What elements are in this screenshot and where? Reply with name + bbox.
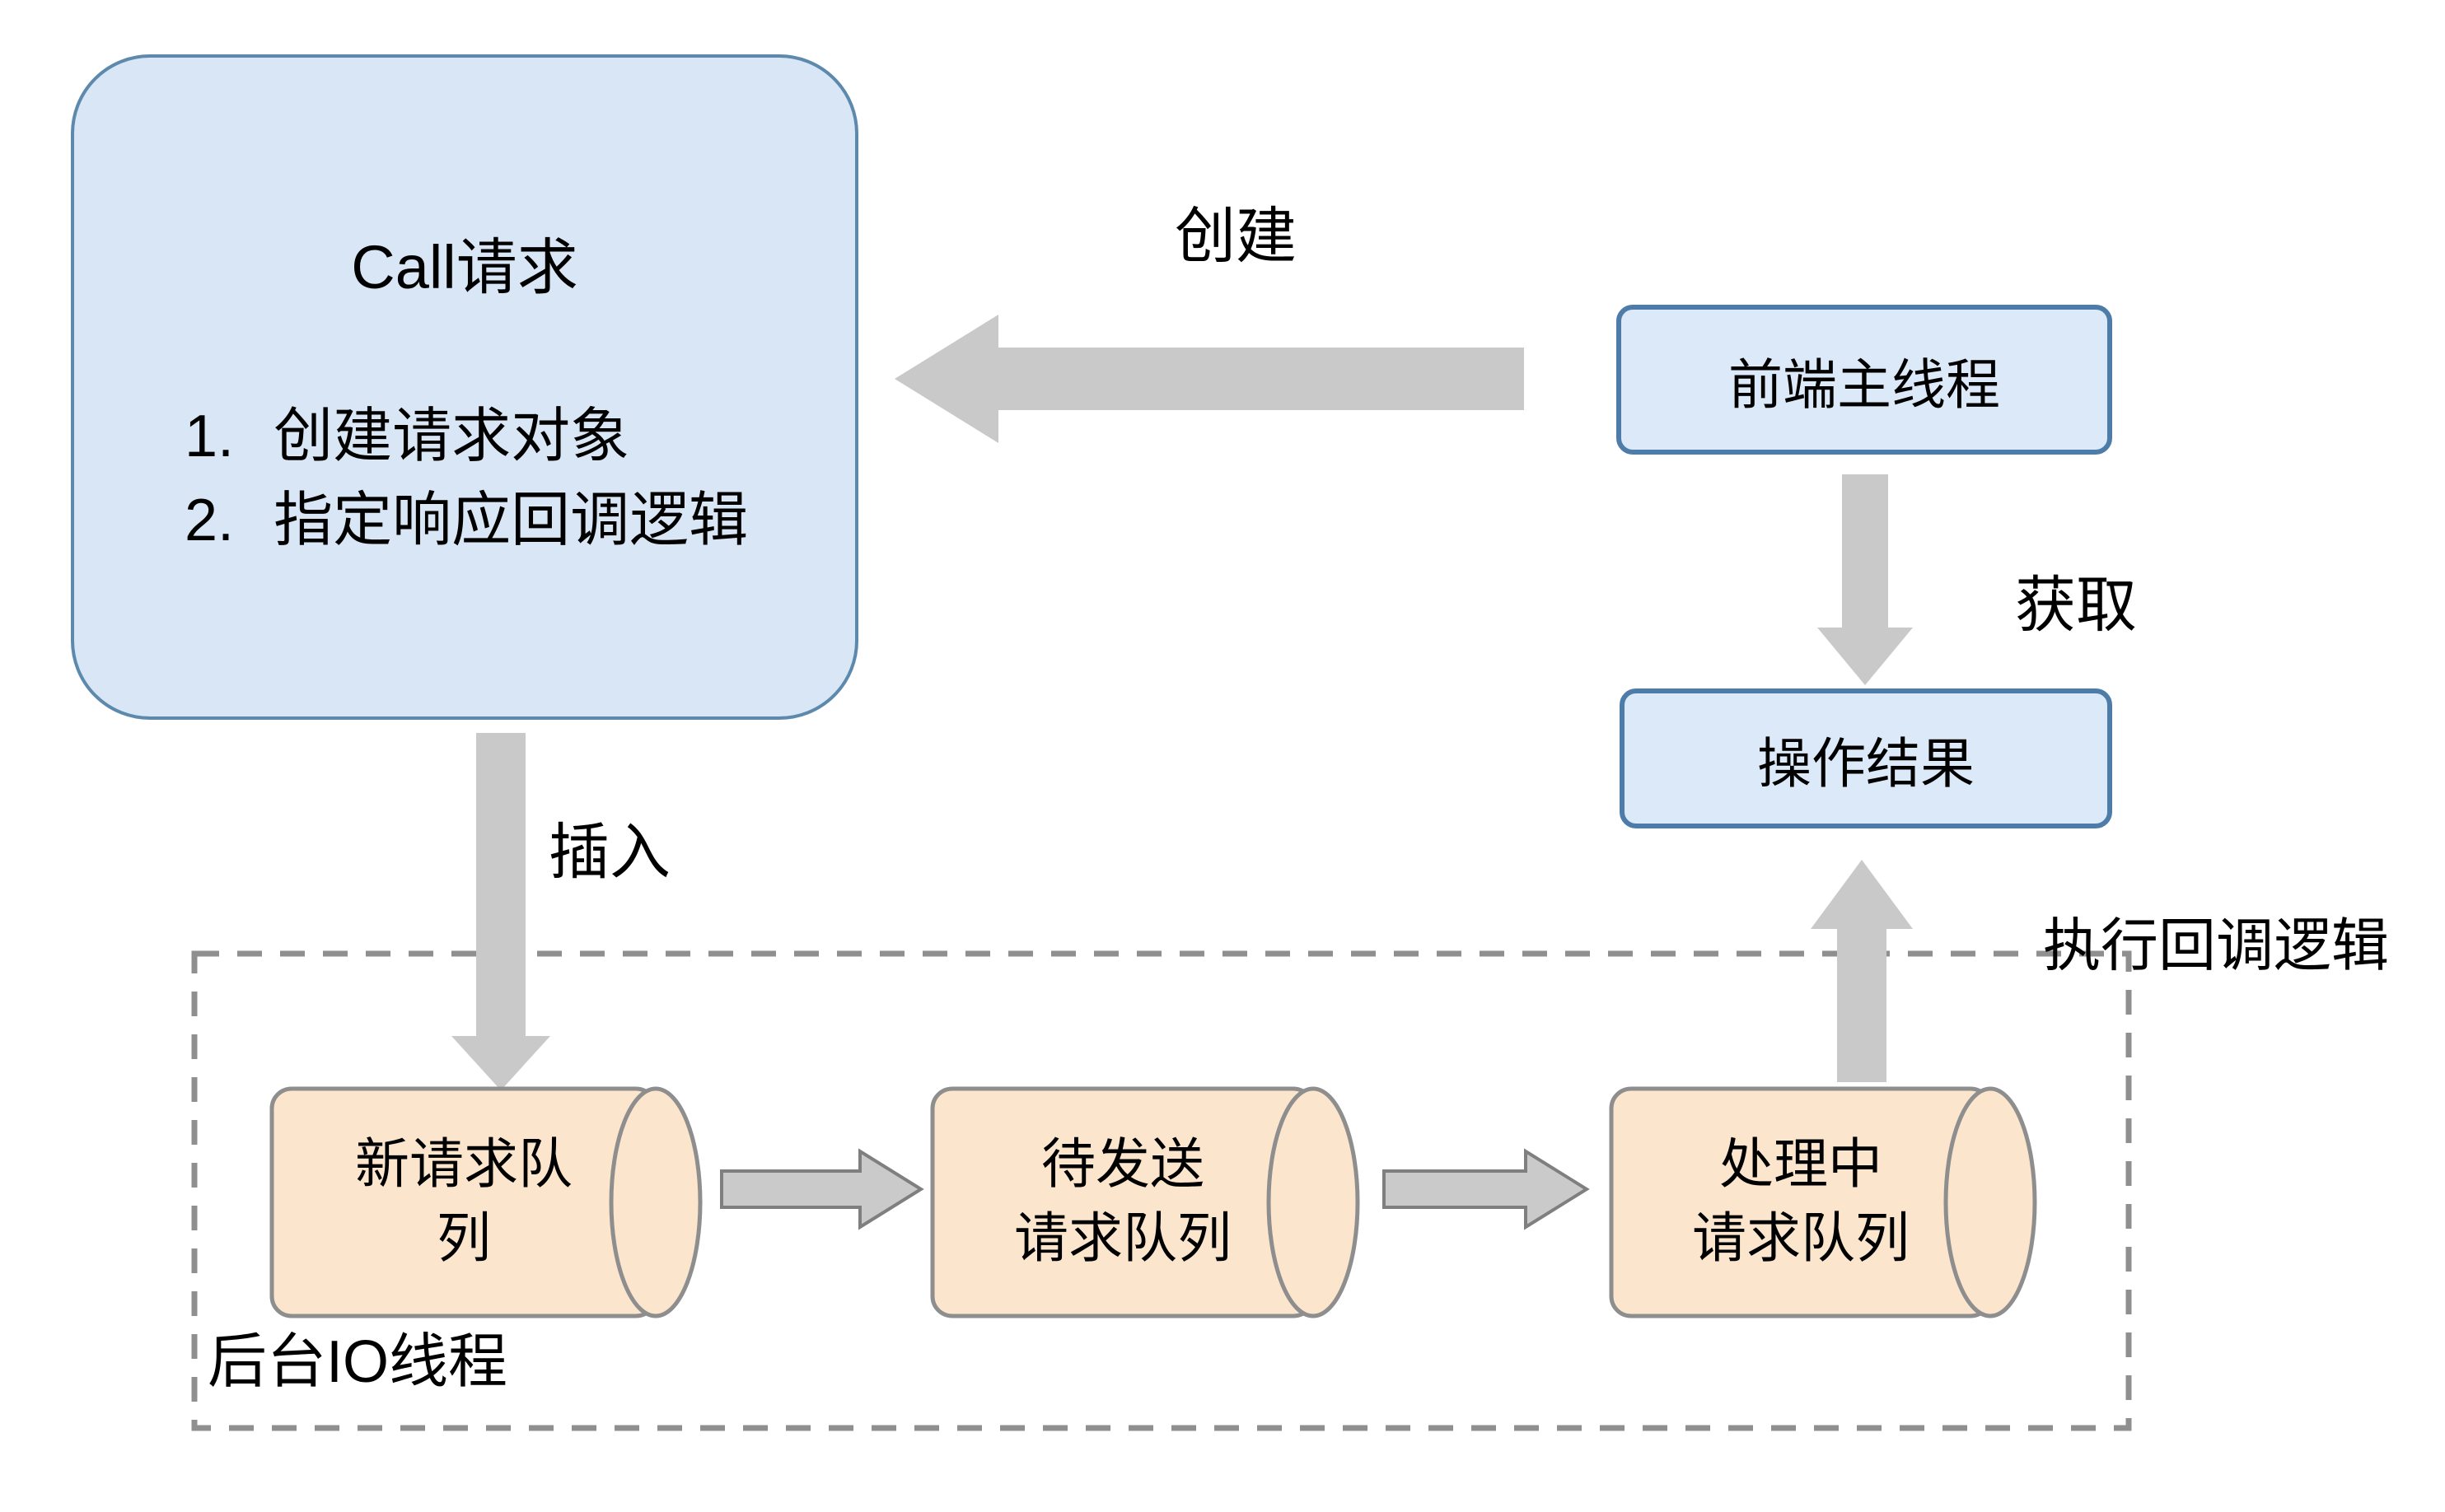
create-edge-label: 创建 bbox=[1175, 203, 1297, 270]
call-step-2-marker: 2. bbox=[185, 486, 235, 553]
processing-queue-line2: 请求队列 bbox=[1692, 1207, 1910, 1268]
call-step-1-text: 创建请求对象 bbox=[273, 402, 630, 469]
execute-callback-edge-label: 执行回调逻辑 bbox=[2042, 914, 2389, 978]
new-request-queue-cylinder bbox=[269, 1086, 703, 1318]
execute-callback-arrow bbox=[1811, 860, 1913, 1082]
new-request-queue-line2: 列 bbox=[437, 1207, 491, 1268]
front-main-thread-box: 前端主线程 bbox=[1616, 305, 2112, 455]
processing-queue-label: 处理中 请求队列 bbox=[1611, 1127, 1990, 1275]
processing-queue-line1: 处理中 bbox=[1719, 1133, 1882, 1194]
front-main-thread-label: 前端主线程 bbox=[1728, 353, 2000, 414]
background-io-dashed-region bbox=[191, 950, 2132, 1431]
create-arrow bbox=[895, 315, 1524, 443]
processing-queue-cylinder bbox=[1609, 1086, 2037, 1318]
background-io-thread-label: 后台IO线程 bbox=[208, 1328, 508, 1395]
operation-result-label: 操作结果 bbox=[1757, 732, 1975, 793]
insert-edge-label: 插入 bbox=[549, 819, 671, 886]
pending-send-queue-line1: 待发送 bbox=[1041, 1133, 1204, 1194]
call-step-1-marker: 1. bbox=[185, 402, 235, 469]
queue1-to-queue2-arrow bbox=[720, 1148, 924, 1230]
operation-result-box: 操作结果 bbox=[1620, 688, 2112, 828]
queue2-to-queue3-arrow bbox=[1382, 1148, 1590, 1230]
new-request-queue-label: 新请求队 列 bbox=[272, 1127, 656, 1275]
get-result-arrow bbox=[1817, 474, 1913, 685]
pending-send-queue-cylinder bbox=[930, 1086, 1360, 1318]
insert-arrow bbox=[451, 733, 550, 1090]
call-step-1: 1. 创建请求对象 bbox=[185, 402, 748, 469]
call-request-box: Call请求 1. 创建请求对象 2. 指定响应回调逻辑 bbox=[71, 54, 858, 720]
new-request-queue-line1: 新请求队 bbox=[355, 1133, 573, 1194]
call-step-2-text: 指定响应回调逻辑 bbox=[273, 486, 749, 553]
call-step-2: 2. 指定响应回调逻辑 bbox=[185, 486, 749, 553]
get-edge-label: 获取 bbox=[2015, 572, 2137, 639]
call-request-title: Call请求 bbox=[351, 234, 578, 301]
call-request-steps: 1. 创建请求对象 2. 指定响应回调逻辑 bbox=[185, 402, 749, 575]
pending-send-queue-line2: 请求队列 bbox=[1014, 1207, 1232, 1268]
pending-send-queue-label: 待发送 请求队列 bbox=[933, 1127, 1313, 1275]
